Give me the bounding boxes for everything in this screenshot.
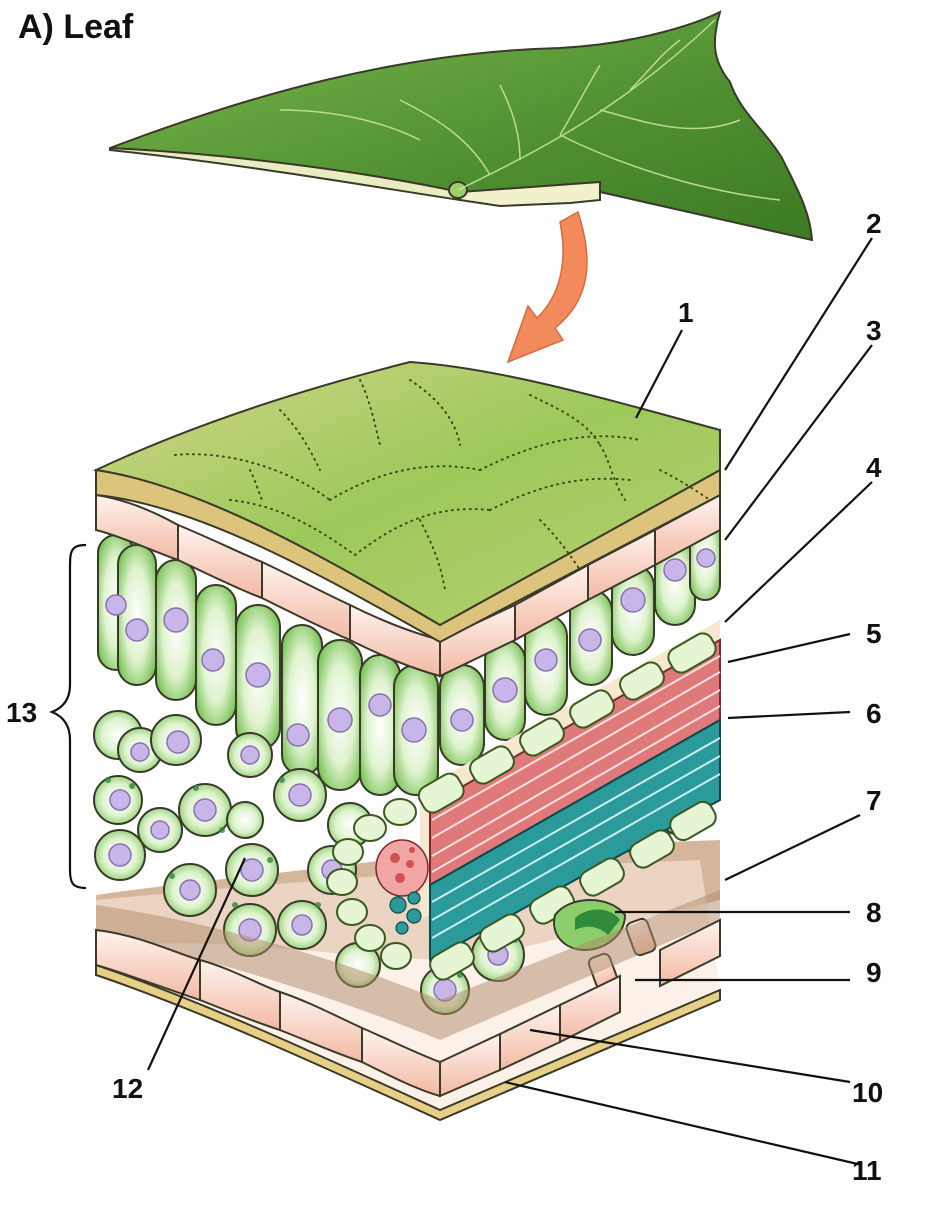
- spongy-mesophyll: [93, 710, 701, 1015]
- surface-cell-outlines: [174, 379, 711, 591]
- bundle-sheath: [417, 632, 717, 981]
- zoom-arrow: [506, 210, 588, 364]
- label-12: 12: [112, 1073, 143, 1104]
- figure-title: A) Leaf: [18, 8, 134, 46]
- upper-surface: [92, 360, 721, 627]
- lower-epidermis: [95, 890, 721, 1122]
- mesophyll-brace: [49, 543, 87, 890]
- label-11: 11: [852, 1155, 882, 1186]
- leader-lines: [146, 237, 873, 1167]
- label-5: 5: [866, 618, 882, 649]
- label-1: 1: [678, 297, 694, 328]
- label-10: 10: [852, 1077, 883, 1108]
- label-2: 2: [866, 208, 882, 239]
- label-3: 3: [866, 315, 882, 346]
- leaf-veins: [279, 19, 781, 201]
- upper-epidermis: [95, 468, 721, 678]
- palisade-mesophyll: [97, 514, 721, 796]
- label-13: 13: [6, 697, 37, 728]
- label-4: 4: [866, 452, 882, 483]
- lower-cuticle: [95, 963, 721, 1122]
- label-8: 8: [866, 897, 882, 928]
- label-9: 9: [866, 957, 882, 988]
- label-6: 6: [866, 698, 882, 729]
- label-7: 7: [866, 785, 882, 816]
- whole-leaf: [109, 10, 814, 242]
- vascular-bundle: [326, 620, 721, 981]
